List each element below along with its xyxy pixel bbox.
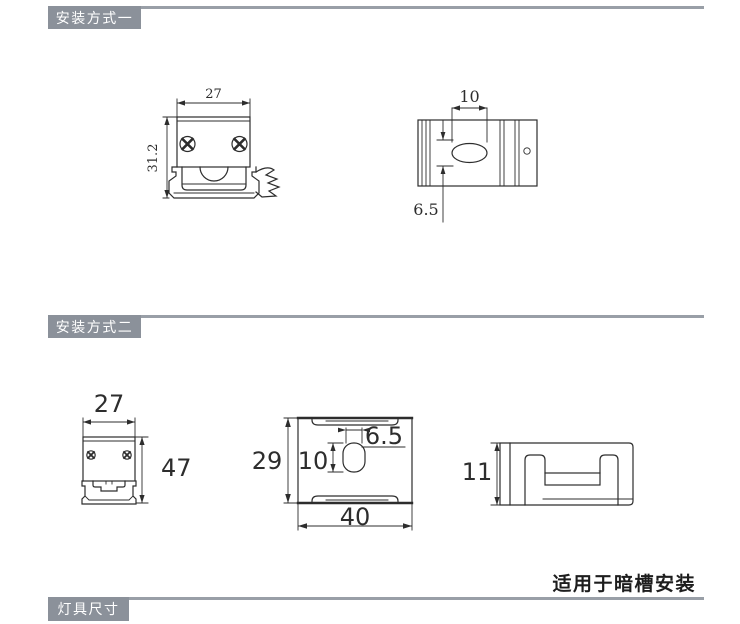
dim-clip-top-height: 29: [252, 447, 283, 475]
section-title-method1: 安装方式一: [55, 9, 134, 26]
dim-clip-top-slot-height: 10: [298, 447, 329, 475]
dim-bracket-top-slot-offset: 6.5: [413, 200, 438, 219]
screw-icon: [231, 135, 248, 153]
pin-hole: [523, 147, 531, 155]
dim-clip-top-width: 40: [340, 503, 371, 531]
dim-clip-side-height: 11: [462, 458, 493, 486]
dim-clip-top-slot-width: 6.5: [365, 422, 403, 450]
drawing-clip-top-view: 29 10 6.5 40: [252, 416, 414, 531]
drawing-bracket-front-view: 27 31.2: [146, 87, 281, 199]
spring-clip: [255, 167, 281, 198]
screw-icon: [179, 135, 196, 153]
section-title-fixture: 灯具尺寸: [57, 601, 120, 617]
screw-icon: [86, 450, 96, 460]
section-rule-method2: [48, 315, 704, 318]
screw-icon: [122, 450, 132, 460]
section-header-method1: 安装方式一: [48, 6, 141, 29]
dim-clip-front-height: 47: [161, 454, 192, 482]
section-title-method2: 安装方式二: [55, 318, 134, 335]
drawing-clip-front-view: 27 47: [81, 390, 192, 505]
recessed-install-note: 适用于暗槽安装: [552, 569, 696, 596]
section-rule-fixture: [48, 597, 704, 600]
dim-bracket-top-slot-width: 10: [459, 87, 479, 106]
drawing-clip-side-view: 11: [462, 442, 634, 506]
drawing-bracket-top-view: 10 6.5: [413, 87, 538, 223]
section-rule-method1: [48, 6, 704, 9]
section-header-fixture: 灯具尺寸: [48, 597, 129, 621]
recessed-install-note-text: 适用于暗槽安装: [552, 574, 696, 595]
section-header-method2: 安装方式二: [48, 315, 141, 338]
dim-clip-front-width: 27: [94, 390, 125, 418]
dim-bracket-front-height: 31.2: [146, 144, 161, 173]
dim-bracket-front-width: 27: [205, 87, 222, 102]
